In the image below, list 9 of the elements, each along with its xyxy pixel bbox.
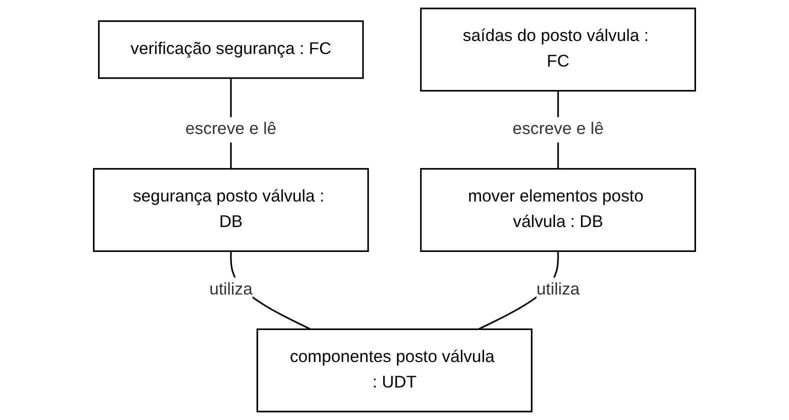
- node-box: saídas do posto válvula : FC: [420, 8, 696, 92]
- edge-label: utiliza: [536, 280, 580, 299]
- node-box: segurança posto válvula : DB: [92, 168, 369, 252]
- edge-label: escreve e lê: [185, 120, 276, 138]
- node-box: mover elementos posto válvula : DB: [420, 168, 696, 252]
- edge-label: escreve e lê: [512, 120, 604, 138]
- edge-label: utiliza: [209, 280, 253, 299]
- node-box: verificação segurança : FC: [98, 20, 364, 79]
- node-box: componentes posto válvula : UDT: [256, 328, 532, 412]
